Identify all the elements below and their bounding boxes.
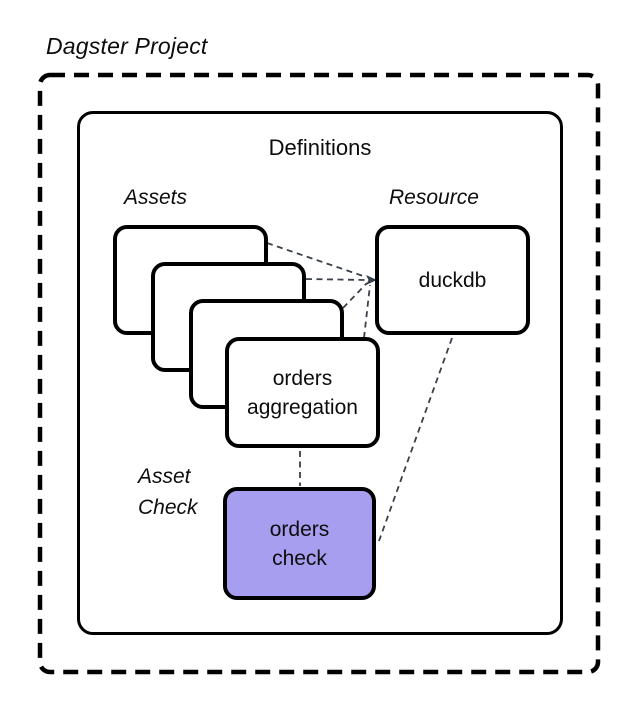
asset-card-front-label-line1: orders	[272, 366, 333, 390]
asset-card-front-label-line2: aggregation	[247, 395, 358, 419]
project-dashed-border	[37, 72, 601, 675]
asset-card-front-orders-aggregation: orders aggregation	[225, 337, 380, 448]
asset-check-group-label: Asset Check	[138, 461, 198, 523]
edge-asset-card3-to-duckdb	[342, 282, 368, 309]
assets-group-label: Assets	[124, 186, 188, 209]
edge-asset-card4-to-duckdb	[363, 284, 371, 339]
asset-check-group-label-line1: Asset	[138, 465, 191, 488]
edge-asset-card1-to-duckdb	[266, 242, 367, 278]
edge-duckdb-to-check	[378, 337, 453, 542]
arrowhead-into-duckdb	[366, 275, 377, 285]
duckdb-resource-node: duckdb	[375, 225, 530, 335]
orders-check-label-line2: check	[272, 546, 327, 570]
edge-asset-card2-to-duckdb	[305, 278, 366, 281]
definitions-label: Definitions	[268, 135, 372, 160]
resource-group-label: Resource	[389, 186, 479, 209]
duckdb-node-label: duckdb	[418, 268, 487, 292]
diagram-title: Dagster Project	[46, 33, 208, 59]
orders-check-label-line1: orders	[269, 517, 330, 541]
asset-check-group-label-line2: Check	[138, 496, 198, 519]
orders-check-node: orders check	[223, 487, 376, 600]
